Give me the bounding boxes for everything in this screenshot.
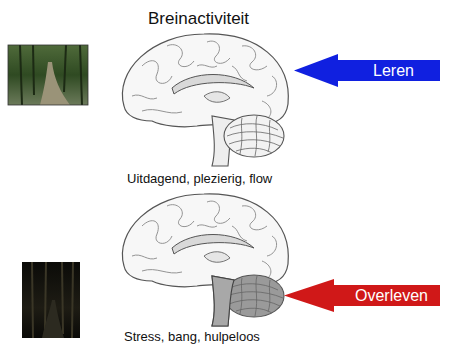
diagram-title: Breinactiviteit xyxy=(148,9,249,29)
caption-text: Uitdagend, plezierig, flow xyxy=(127,171,272,186)
arrow-fill xyxy=(294,54,440,87)
arrow-label: Overleven xyxy=(355,287,428,305)
arrow-node: Leren xyxy=(294,54,440,87)
caption-text: Stress, bang, hulpeloos xyxy=(124,329,260,344)
arrow-shape xyxy=(294,54,440,87)
arrow-fill xyxy=(284,279,440,312)
arrow-label: Leren xyxy=(373,62,414,80)
arrow-node: Overleven xyxy=(284,279,440,312)
